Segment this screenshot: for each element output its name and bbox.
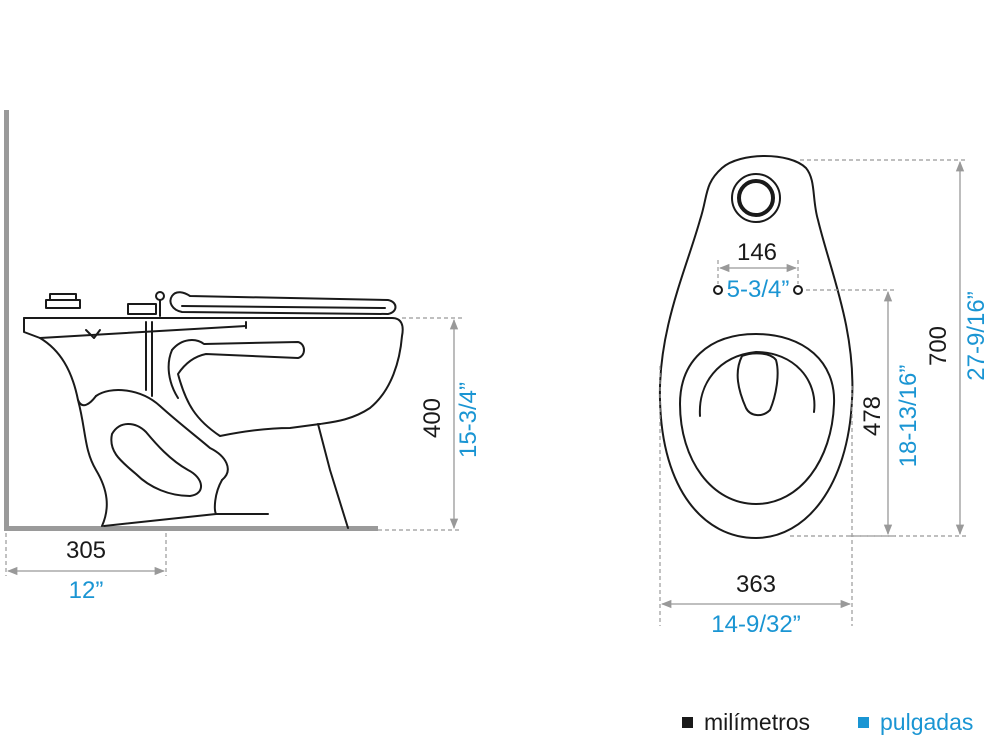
side-rough-in-in: 12” <box>69 577 104 604</box>
bowl-length-mm: 478 <box>859 396 886 436</box>
in-swatch <box>858 717 869 728</box>
mm-swatch <box>682 717 693 728</box>
toilet-side-outline <box>23 291 404 529</box>
wall <box>4 110 9 530</box>
toilet-top-outline <box>658 155 854 539</box>
side-rough-in-mm: 305 <box>66 537 106 564</box>
bolt-hole-left <box>713 285 723 295</box>
bolt-hole-right <box>793 285 803 295</box>
width-mm: 363 <box>736 571 776 598</box>
side-view: 400 15-3/4” 305 12” <box>4 110 482 604</box>
floor <box>4 526 378 531</box>
top-view: 146 5-3/4” 478 18-13/16” 700 27-9/16” 36… <box>658 155 990 638</box>
total-length-in: 27-9/16” <box>963 291 990 380</box>
bowl-length-in: 18-13/16” <box>895 365 922 468</box>
legend-mm-label: milímetros <box>704 709 810 735</box>
bolt-spacing-in: 5-3/4” <box>727 276 790 303</box>
total-length-mm: 700 <box>925 326 952 366</box>
bolt-spacing-mm: 146 <box>737 239 777 266</box>
side-height-mm: 400 <box>419 398 446 438</box>
width-in: 14-9/32” <box>711 611 800 638</box>
legend-in-label: pulgadas <box>880 709 973 735</box>
legend: milímetros pulgadas <box>682 709 973 735</box>
side-height-in: 15-3/4” <box>455 382 482 458</box>
